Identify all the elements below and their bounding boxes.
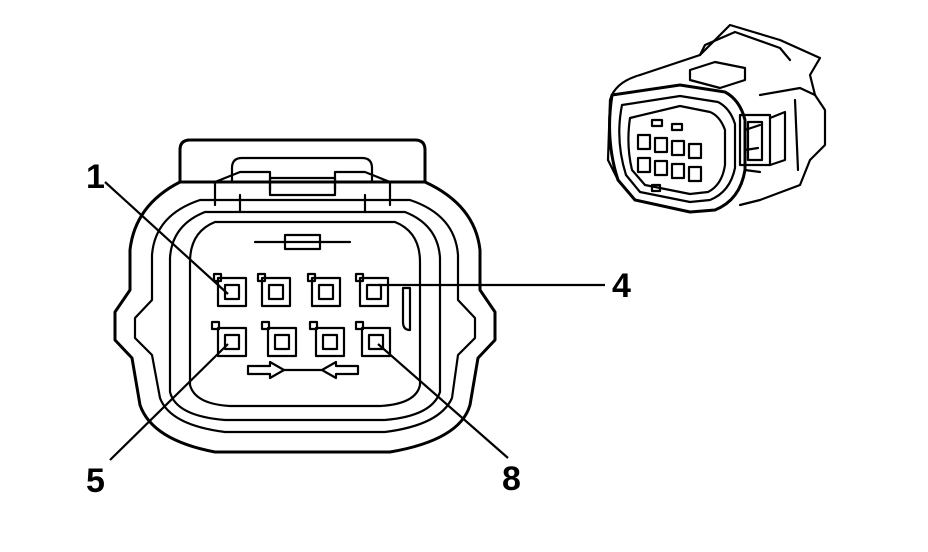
terminal-cavity	[188, 220, 422, 408]
latch-tab	[178, 138, 427, 214]
leader-line-1	[104, 181, 229, 295]
pin-cavity-8	[354, 320, 392, 358]
iso-terminals	[636, 118, 703, 193]
pin-cavity-6	[260, 320, 298, 358]
arrow-right-icon	[246, 360, 286, 380]
pin-label-5: 5	[86, 462, 105, 500]
pin-cavity-4	[354, 272, 390, 308]
connector-isometric-view	[606, 23, 827, 214]
key-bar	[253, 233, 352, 251]
leader-line-5	[109, 343, 229, 461]
pin-cavity-5	[210, 320, 248, 358]
arrow-left-icon	[320, 360, 360, 380]
pin-label-4: 4	[612, 267, 631, 305]
pin-label-8: 8	[502, 460, 521, 498]
pin-row-top	[212, 272, 390, 308]
alignment-arrows	[246, 360, 360, 380]
pin-row-bottom	[210, 320, 392, 358]
pin-cavity-3	[306, 272, 342, 308]
seal-ring-inner	[168, 210, 442, 422]
pin-cavity-2	[256, 272, 292, 308]
outer-housing	[113, 180, 497, 454]
leader-line-8	[377, 343, 509, 459]
side-slot	[401, 286, 412, 332]
seal-ring-outer	[133, 198, 477, 434]
pin-label-1: 1	[86, 158, 105, 196]
pin-cavity-1	[212, 272, 248, 308]
pin-cavity-7	[308, 320, 346, 358]
connector-face-view	[113, 138, 497, 454]
